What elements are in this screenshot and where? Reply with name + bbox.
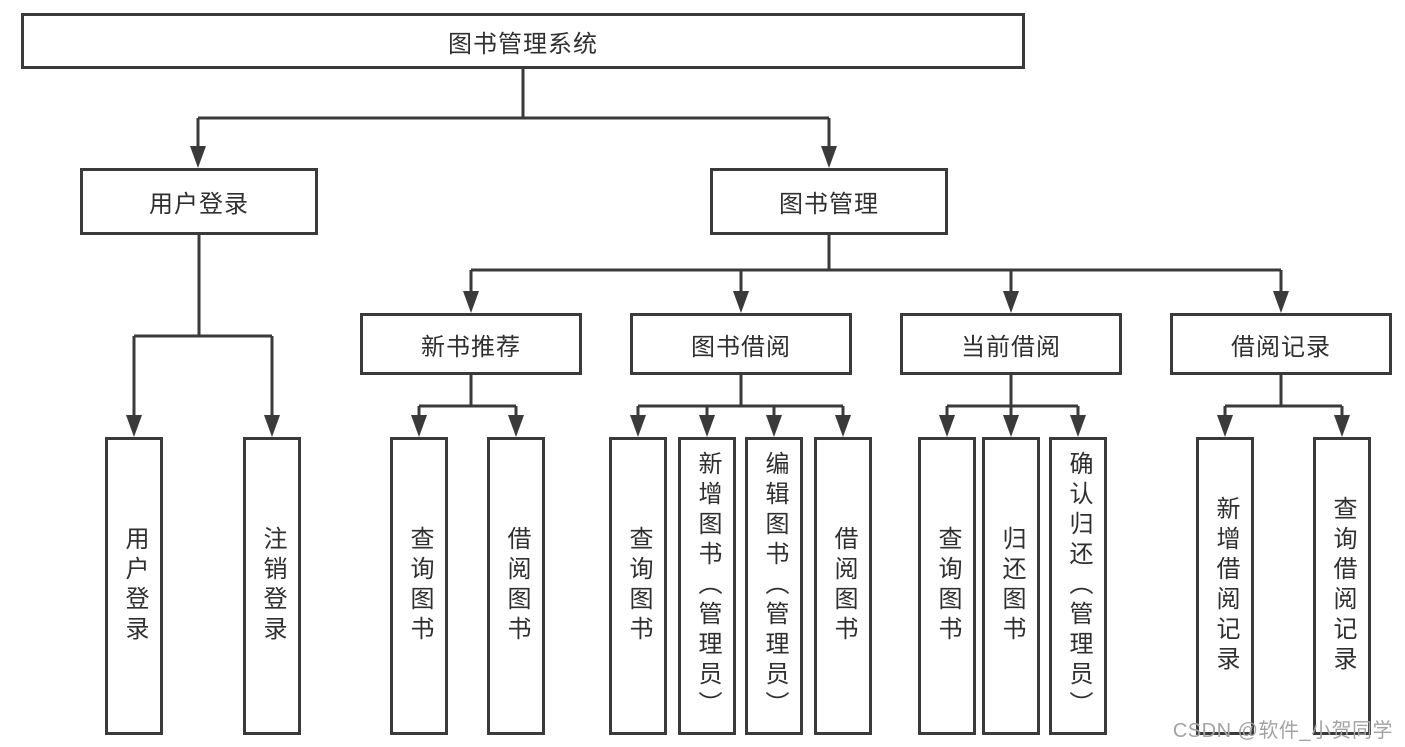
connector-borrow-records-to-leaves [1217, 375, 1350, 437]
arrowhead-down-icon [264, 415, 280, 437]
arrowhead-down-icon [1003, 291, 1019, 313]
connector-user-login-to-leaves [126, 235, 280, 437]
arrowhead-down-icon [939, 415, 955, 437]
leaf-user-login: 用户登录 [105, 437, 163, 735]
node-new-book-recommend: 新书推荐 [360, 313, 582, 375]
connector-book-borrow-to-leaves [630, 375, 851, 437]
leaf-query-books: 查询图书 [918, 437, 976, 735]
connector-new-book-recommend-to-leaves [411, 375, 524, 437]
leaf-add-borrow-record: 新增借阅记录 [1196, 437, 1254, 735]
leaf-edit-books-admin: 编辑图书（管理员） [745, 437, 803, 735]
arrowhead-down-icon [1070, 415, 1086, 437]
arrowhead-down-icon [835, 415, 851, 437]
arrowhead-down-icon [1273, 291, 1289, 313]
arrowhead-down-icon [126, 415, 142, 437]
arrowhead-down-icon [508, 415, 524, 437]
leaf-borrow-books: 借阅图书 [814, 437, 872, 735]
arrowhead-down-icon [1217, 415, 1233, 437]
connector-root-to-level2 [190, 69, 837, 168]
csdn-watermark: CSDN @软件_小贺同学 [1172, 720, 1393, 742]
arrowhead-down-icon [699, 415, 715, 437]
leaf-query-borrow-record: 查询借阅记录 [1313, 437, 1371, 735]
node-user-login: 用户登录 [80, 168, 318, 235]
leaf-return-books: 归还图书 [982, 437, 1040, 735]
arrowhead-down-icon [411, 415, 427, 437]
node-borrow-records: 借阅记录 [1170, 313, 1392, 375]
arrowhead-down-icon [766, 415, 782, 437]
arrowhead-down-icon [190, 146, 206, 168]
leaf-logout: 注销登录 [243, 437, 301, 735]
arrowhead-down-icon [733, 291, 749, 313]
arrowhead-down-icon [1334, 415, 1350, 437]
leaf-query-books: 查询图书 [609, 437, 667, 735]
leaf-confirm-return-admin: 确认归还（管理员） [1049, 437, 1107, 735]
node-current-borrow: 当前借阅 [900, 313, 1122, 375]
arrowhead-down-icon [821, 146, 837, 168]
leaf-query-books: 查询图书 [390, 437, 448, 735]
node-library-management-system: 图书管理系统 [21, 13, 1025, 69]
leaf-add-books-admin: 新增图书（管理员） [678, 437, 736, 735]
leaf-borrow-books: 借阅图书 [487, 437, 545, 735]
connector-book-management-to-level3 [463, 235, 1289, 313]
connector-current-borrow-to-leaves [939, 375, 1086, 437]
arrowhead-down-icon [1003, 415, 1019, 437]
arrowhead-down-icon [463, 291, 479, 313]
node-book-borrow: 图书借阅 [630, 313, 852, 375]
node-book-management: 图书管理 [710, 168, 948, 235]
arrowhead-down-icon [630, 415, 646, 437]
